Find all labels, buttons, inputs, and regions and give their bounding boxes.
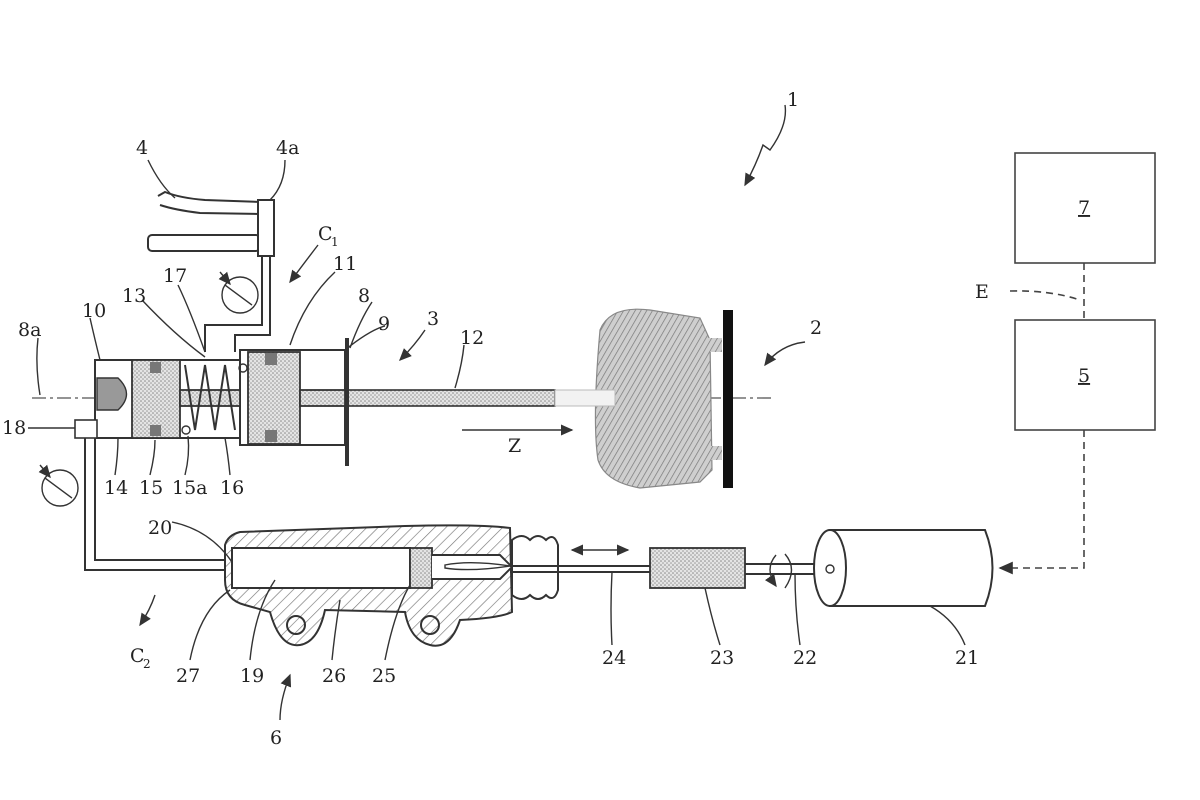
label-22: 22: [793, 647, 817, 669]
actuator-piston: [247, 351, 301, 445]
spring-16: [184, 364, 236, 431]
label-17: 17: [163, 265, 187, 287]
piston-25: [409, 547, 433, 589]
label-15a: 15a: [172, 477, 208, 499]
feed-line: [204, 256, 263, 352]
flywheel-plate: [723, 310, 733, 488]
nut-23: [649, 547, 746, 589]
rotation-arrow: [784, 553, 793, 589]
label-Z: Z: [508, 435, 521, 457]
valve-seal: [150, 362, 161, 373]
piston-seal: [265, 353, 277, 365]
rotation-arrow: [764, 554, 777, 588]
push-rod: [344, 389, 556, 407]
label-7: 7: [1078, 197, 1090, 219]
mount-hole: [420, 615, 440, 635]
label-E: E: [975, 281, 989, 303]
label-4: 4: [136, 137, 148, 159]
label-27: 27: [176, 665, 200, 687]
label-6: 6: [270, 727, 282, 749]
label-C1: C: [318, 223, 333, 245]
clutch-actuator: [239, 338, 349, 466]
pedal-arm: [159, 204, 261, 215]
control-box-7: [1014, 152, 1156, 264]
label-14: 14: [104, 477, 128, 499]
clutch-finger: [700, 446, 722, 460]
valve-body: [74, 359, 248, 439]
pedal-arm: [157, 190, 263, 203]
label-C2: C: [130, 645, 145, 667]
label-23: 23: [710, 647, 734, 669]
hydraulic-line: [84, 438, 230, 571]
housing-flange: [345, 338, 349, 466]
rod-stem: [299, 389, 346, 407]
control-box-5: [1014, 319, 1156, 431]
port-18: [74, 419, 98, 439]
label-11: 11: [333, 253, 357, 275]
label-C2-subscript: 2: [143, 657, 151, 671]
feed-line: [234, 256, 271, 352]
label-8: 8: [358, 285, 370, 307]
control-signal-line: [998, 430, 1085, 575]
flow-symbol-top: [218, 271, 259, 314]
valve-tip: [96, 377, 128, 411]
hydraulic-line: [94, 438, 230, 561]
ball-seal: [181, 425, 191, 435]
label-3: 3: [427, 308, 439, 330]
label-4a: 4a: [276, 137, 299, 159]
label-25: 25: [372, 665, 396, 687]
mount-hole: [286, 615, 306, 635]
clutch-assembly: [594, 308, 733, 489]
boot-bellows: [511, 535, 559, 600]
label-1: 1: [787, 89, 799, 111]
label-21: 21: [955, 647, 979, 669]
label-20: 20: [148, 517, 172, 539]
reservoir-4: [147, 190, 275, 352]
label-10: 10: [82, 300, 106, 322]
ball-seal: [238, 363, 248, 373]
label-5: 5: [1078, 365, 1090, 387]
leader-lines: [28, 104, 1081, 721]
label-9: 9: [378, 313, 390, 335]
flow-symbol-bottom: [38, 464, 79, 507]
label-16: 16: [220, 477, 244, 499]
reservoir-body: [147, 234, 261, 252]
label-12: 12: [460, 327, 484, 349]
master-cylinder: [224, 524, 559, 647]
clutch-finger: [700, 338, 722, 352]
valve-seal: [150, 425, 161, 436]
label-2: 2: [810, 317, 822, 339]
push-rod-extension: [554, 389, 616, 407]
label-24: 24: [602, 647, 626, 669]
cylinder-bore-19: [231, 547, 411, 589]
label-C1-subscript: 1: [331, 235, 339, 249]
label-19: 19: [240, 665, 264, 687]
label-15: 15: [139, 477, 163, 499]
reservoir-4a: [257, 199, 275, 257]
label-26: 26: [322, 665, 346, 687]
label-13: 13: [122, 285, 146, 307]
label-18: 18: [2, 417, 26, 439]
motor-21: [813, 529, 994, 607]
push-rod-tip: [444, 562, 511, 571]
piston-seal: [265, 430, 277, 442]
label-8a: 8a: [18, 319, 41, 341]
